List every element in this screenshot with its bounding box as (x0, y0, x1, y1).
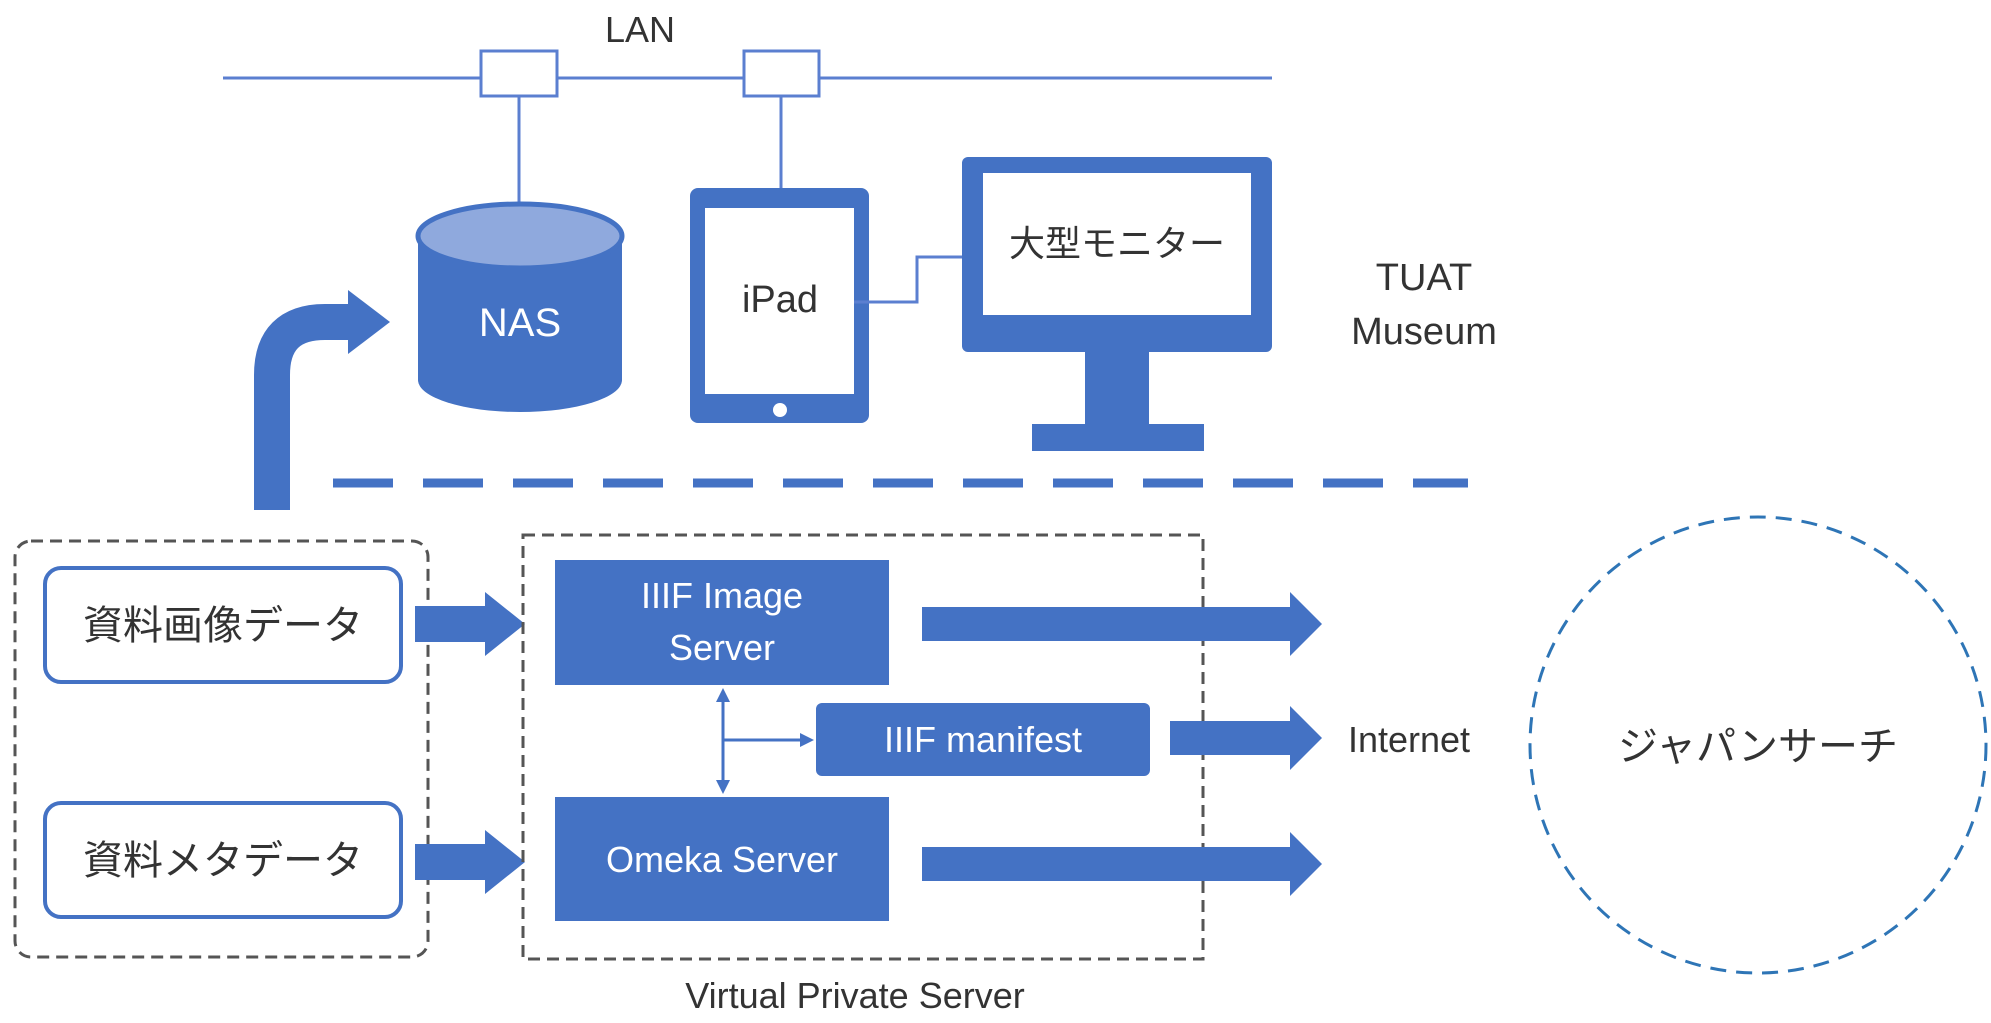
japan-search-circle (1528, 515, 1988, 975)
museum-label-line1: TUAT (1376, 257, 1472, 299)
data-source-boundary (13, 539, 430, 959)
omeka-server-label: Omeka Server (606, 839, 838, 880)
lan-label: LAN (605, 9, 675, 50)
meta-data-arrow (415, 830, 525, 894)
japan-search-label: ジャパンサーチ (1618, 724, 1898, 770)
server-link-arrow-down (716, 780, 730, 794)
upload-arrow-shaft (254, 304, 350, 510)
nas-top (415, 201, 625, 271)
nas-label: NAS (479, 301, 561, 345)
ipad-label: iPad (742, 279, 818, 321)
vps-label: Virtual Private Server (685, 975, 1024, 1016)
japan-search-group: ジャパンサーチ (1528, 515, 1988, 975)
server-link-arrow-up (716, 688, 730, 702)
upload-arrow-head (348, 290, 390, 354)
iiif-manifest-label: IIIF manifest (884, 719, 1082, 760)
data-source-group: 資料画像データ 資料メタデータ (13, 539, 430, 959)
lan-port-ipad (742, 49, 821, 98)
ipad-device: iPad (690, 188, 869, 423)
manifest-link-arrow (800, 733, 814, 747)
monitor-screen (983, 173, 1251, 315)
meta-data-label: 資料メタデータ (83, 838, 363, 884)
museum-label-line2: Museum (1351, 311, 1497, 353)
iiif-image-server-box (555, 560, 889, 685)
vps-boundary (521, 533, 1205, 961)
ipad-screen (705, 208, 854, 394)
large-monitor: 大型モニター (962, 157, 1272, 451)
meta-data-box (43, 801, 403, 919)
upload-arrow (254, 290, 390, 510)
ipad-home-button (773, 403, 787, 417)
nas-body (418, 236, 622, 412)
iiif-image-out-arrow (922, 592, 1322, 656)
image-data-label: 資料画像データ (83, 603, 363, 649)
image-data-box (43, 566, 403, 684)
vps-group: IIIF Image Server IIIF manifest Omeka Se… (521, 533, 1205, 1016)
internet-label: Internet (1348, 719, 1470, 760)
iiif-image-server-label-line1: IIIF Image (641, 575, 803, 616)
manifest-out-arrow (1170, 706, 1322, 770)
omeka-out-arrow (922, 832, 1322, 896)
image-data-arrow (415, 592, 525, 656)
ipad-monitor-cable (854, 255, 962, 304)
monitor-label: 大型モニター (1009, 224, 1225, 265)
monitor-neck (1085, 352, 1149, 426)
lan-port-nas (479, 49, 559, 98)
internal-connectors (716, 688, 814, 794)
omeka-server-box (555, 797, 889, 921)
nas-storage: NAS (415, 201, 625, 412)
monitor-base (1032, 424, 1204, 451)
iiif-image-server-label-line2: Server (669, 627, 775, 668)
iiif-manifest-box (816, 703, 1150, 776)
